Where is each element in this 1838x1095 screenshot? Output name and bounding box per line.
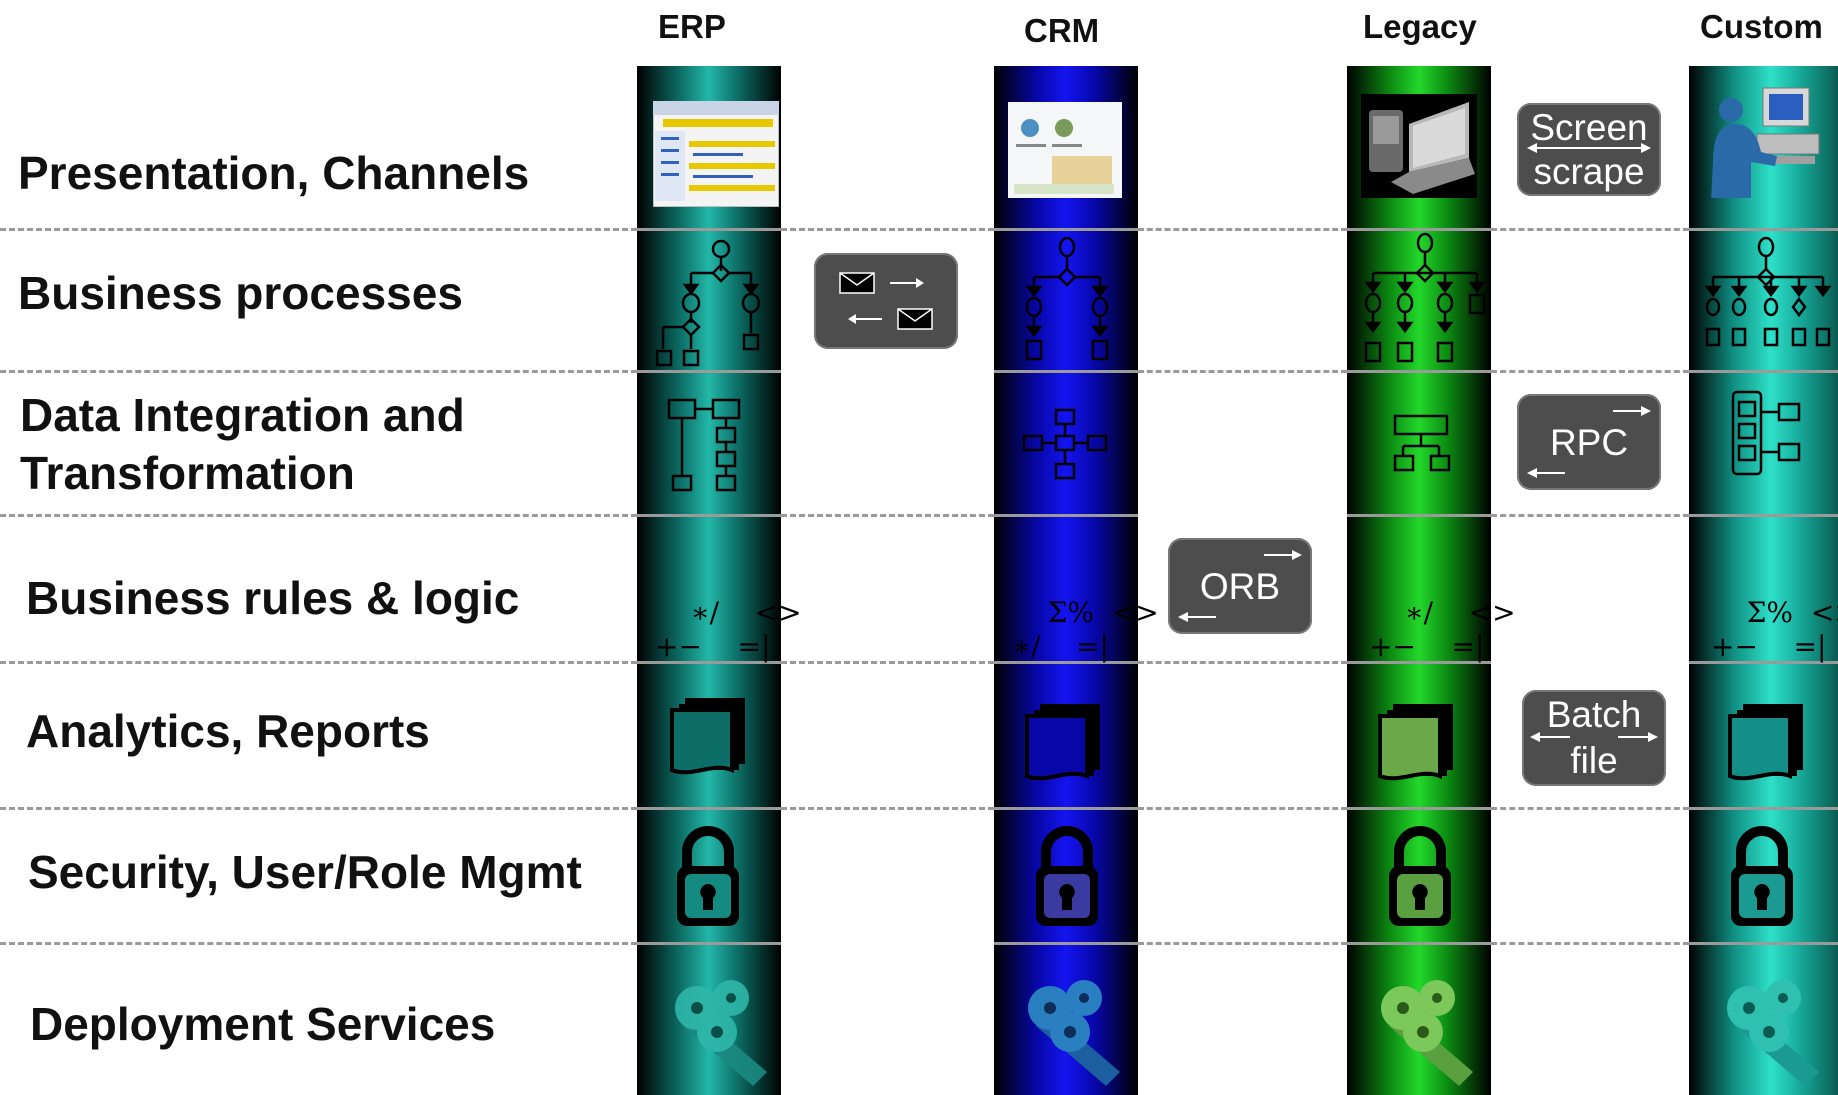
gears-icon [675,980,767,1086]
bidirectional-arrow-icon [1527,143,1651,153]
row-divider [1138,370,1347,373]
row-label-presentation: Presentation, Channels [18,147,530,199]
column-header-legacy: Legacy [1363,8,1477,45]
screen-scrape-connector: Screen scrape [1517,103,1661,196]
row-divider [0,370,637,373]
row-divider [1138,807,1347,810]
gears-icon [1028,980,1120,1086]
arrow-left-icon [1527,468,1565,478]
process-flow-icon [1704,236,1832,347]
envelope-exchange-icon [839,272,933,330]
padlock-icon [1731,826,1793,926]
user-at-computer-icon [1711,87,1820,198]
erp-screenshot-icon [653,101,779,207]
row-divider [1491,370,1689,373]
padlock-icon [677,826,739,926]
laptop-pda-icon [1361,94,1477,198]
padlock-icon [1389,826,1451,926]
custom-column: Σ% <> +− =| [1689,66,1838,1095]
operators-icon: Σ% <> +− =| [1711,596,1838,663]
arrow-left-icon [1178,612,1216,622]
row-divider [0,807,637,810]
screen-scrape-label-line1: Screen [1530,107,1648,148]
gears-icon [1727,980,1819,1086]
crm-screenshot-icon [1008,102,1122,198]
document-stack-icon [1378,704,1453,781]
messaging-connector [814,253,958,349]
column-header-erp: ERP [658,8,726,45]
row-label-data-integration-line2: Transformation [20,447,355,499]
row-divider [781,228,994,231]
batch-file-connector: Batch file [1522,690,1666,786]
operators-icon: Σ% <> ∗/ =| [1012,596,1159,663]
operators-icon: ∗/ <> +− =| [1369,596,1516,663]
column-header-crm: CRM [1024,12,1100,49]
row-label-business-processes: Business processes [18,267,463,319]
screen-scrape-label-line2: scrape [1533,151,1645,192]
row-divider [781,807,994,810]
row-label-business-rules: Business rules & logic [26,572,520,624]
row-divider [0,661,637,664]
row-divider [1491,514,1689,517]
data-map-icon [667,398,741,492]
row-label-analytics: Analytics, Reports [26,705,430,757]
arrow-right-icon [1613,406,1651,416]
row-label-security: Security, User/Role Mgmt [28,846,582,898]
row-divider [781,514,994,517]
orb-label: ORB [1199,566,1281,607]
rpc-connector: RPC [1517,394,1661,490]
document-stack-icon [1025,704,1100,781]
row-divider [1138,661,1347,664]
process-flow-icon [1364,232,1486,363]
row-label-deployment: Deployment Services [30,998,496,1050]
row-label-data-integration: Data Integration and Transformation [20,386,465,502]
operators-icon: ∗/ <> +− =| [655,596,802,663]
crm-column: Σ% <> ∗/ =| [994,66,1159,1095]
column-header-custom: Custom [1700,8,1823,45]
row-divider [1491,942,1689,945]
row-divider [1138,228,1347,231]
padlock-icon [1036,826,1098,926]
bidirectional-arrow-icon [1530,732,1658,742]
arrow-right-icon [1264,550,1302,560]
process-flow-icon [655,239,761,367]
batch-file-label-line1: Batch [1546,694,1642,735]
row-divider [1491,807,1689,810]
batch-file-label-line2: file [1570,740,1618,781]
row-divider [781,661,994,664]
document-stack-icon [1728,704,1803,781]
document-stack-icon [670,698,745,775]
gears-icon [1381,980,1473,1086]
orb-connector: ORB [1168,538,1312,634]
data-map-icon [1393,414,1451,472]
row-divider [0,514,637,517]
row-label-data-integration-line1: Data Integration and [20,389,465,441]
row-divider [1491,228,1689,231]
row-divider [0,228,637,231]
row-divider [1138,942,1347,945]
data-map-icon [1731,390,1801,476]
rpc-label: RPC [1549,422,1629,463]
data-map-icon [1022,408,1108,480]
row-divider [0,942,637,945]
process-flow-icon [1025,236,1109,361]
legacy-column: ∗/ <> +− =| [1347,66,1516,1095]
erp-column: ∗/ <> +− =| [637,66,802,1095]
